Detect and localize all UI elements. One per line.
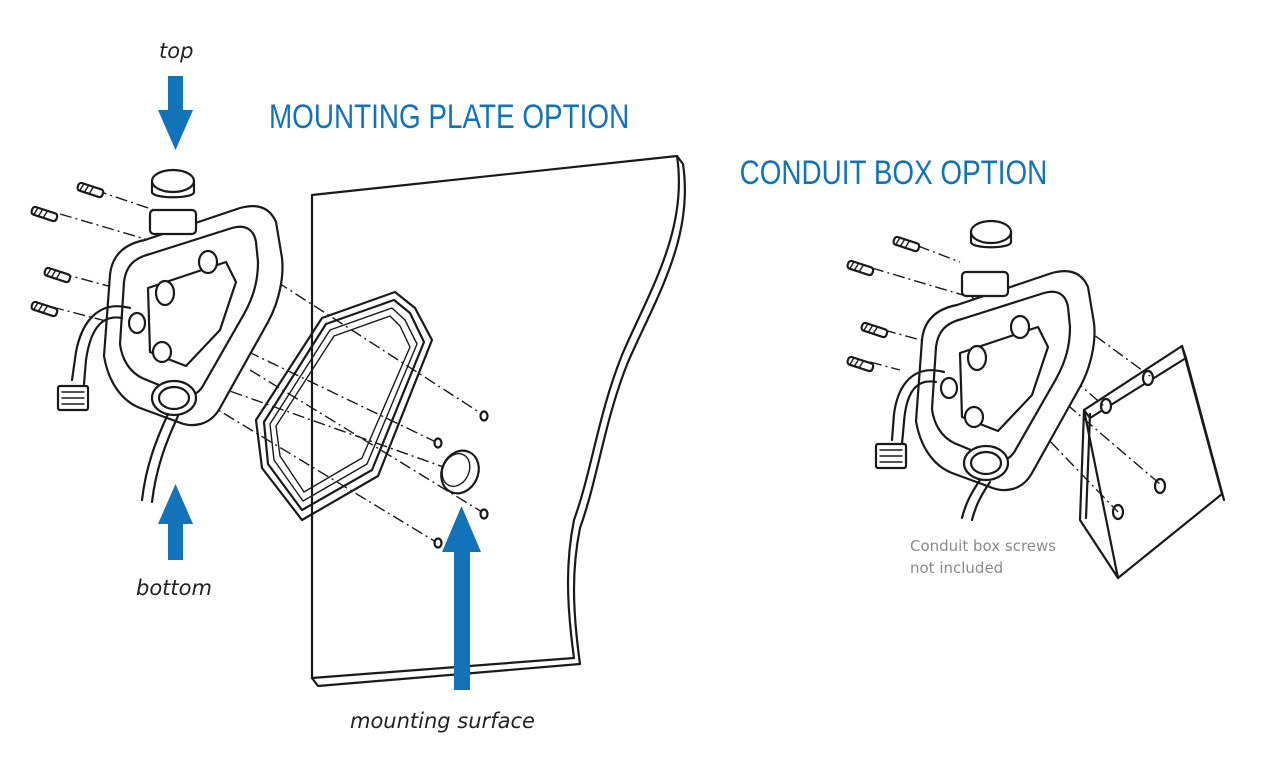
conduit-reader-cables: [874, 369, 992, 522]
conduit-reader-housing: [914, 219, 1096, 492]
mounting-surface-label: mounting surface: [350, 709, 535, 733]
reader-housing: [102, 168, 284, 427]
housing-screws: [30, 181, 105, 318]
wall-screw-holes: [433, 410, 489, 549]
conduit-box-section: CONDUIT BOX OPTION Conduit box screws no…: [740, 153, 1226, 580]
mounting-plate-section: MOUNTING PLATE OPTION top bottom mountin…: [30, 39, 687, 733]
conduit-note-line1: Conduit box screws: [910, 537, 1056, 555]
mounting-plate-title: MOUNTING PLATE OPTION: [269, 97, 629, 135]
top-arrow: [158, 76, 193, 150]
conduit-note-line2: not included: [910, 559, 1003, 577]
mounting-surface-arrow: [442, 506, 481, 690]
bottom-label: bottom: [136, 576, 212, 600]
wall-plug: [440, 449, 480, 495]
conduit-housing-screws: [846, 235, 921, 373]
reader-cables: [56, 305, 180, 504]
mounting-plate: [254, 290, 434, 522]
conduit-box: [1078, 344, 1226, 580]
bottom-arrow: [158, 484, 193, 560]
top-label: top: [159, 39, 193, 63]
conduit-box-title: CONDUIT BOX OPTION: [740, 153, 1048, 191]
mounting-surface-panel: [310, 154, 687, 688]
